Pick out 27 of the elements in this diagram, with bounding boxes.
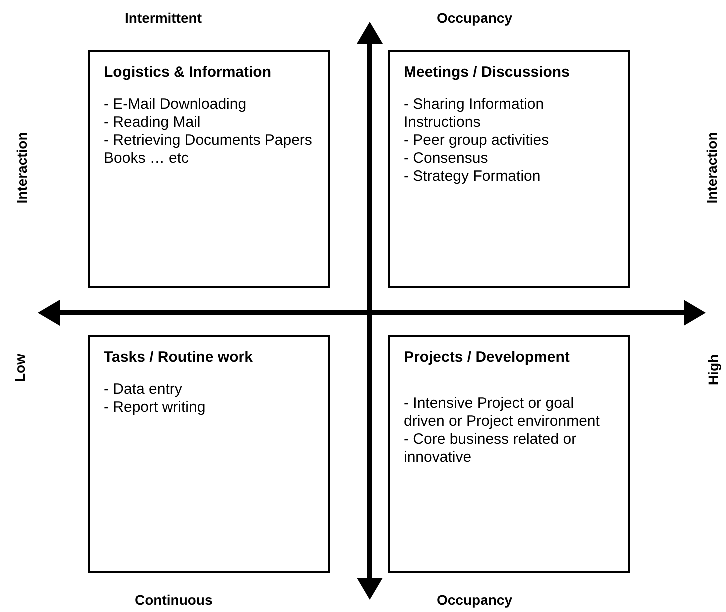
axis-label: Continuous bbox=[135, 592, 213, 608]
axis-label: High bbox=[706, 354, 722, 386]
quadrant-title: Tasks / Routine work bbox=[104, 349, 254, 367]
list-item: - Consensus bbox=[404, 150, 490, 168]
axis-label: Occupancy bbox=[437, 10, 512, 26]
list-item: - Data entry bbox=[104, 381, 184, 399]
list-item: - Intensive Project or goal driven or Project environment bbox=[404, 395, 601, 431]
list-item: - Retrieving Documents Papers Books … etc bbox=[104, 132, 314, 168]
quadrant-box bbox=[388, 335, 630, 573]
list-item: - Reading Mail bbox=[104, 114, 202, 132]
list-item: - E-Mail Downloading bbox=[104, 96, 248, 114]
list-item: - Core business related or innovative bbox=[404, 431, 578, 467]
quadrant-box bbox=[388, 50, 630, 288]
axis-label: Interaction bbox=[14, 132, 30, 204]
list-item: - Report writing bbox=[104, 399, 207, 417]
list-item: - Strategy Formation bbox=[404, 168, 542, 186]
quadrant-box bbox=[88, 50, 330, 288]
axis-label: Occupancy bbox=[437, 592, 512, 608]
axis-label: Intermittent bbox=[125, 10, 202, 26]
axis-label: Low bbox=[12, 354, 28, 382]
quadrant-title: Meetings / Discussions bbox=[404, 64, 571, 82]
quadrant-title: Logistics & Information bbox=[104, 64, 273, 82]
quadrant-title: Projects / Development bbox=[404, 349, 571, 367]
list-item: - Peer group activities bbox=[404, 132, 550, 150]
list-item: - Sharing Information Instructions bbox=[404, 96, 546, 132]
quadrant-box bbox=[88, 335, 330, 573]
axis-label: Interaction bbox=[704, 132, 720, 204]
